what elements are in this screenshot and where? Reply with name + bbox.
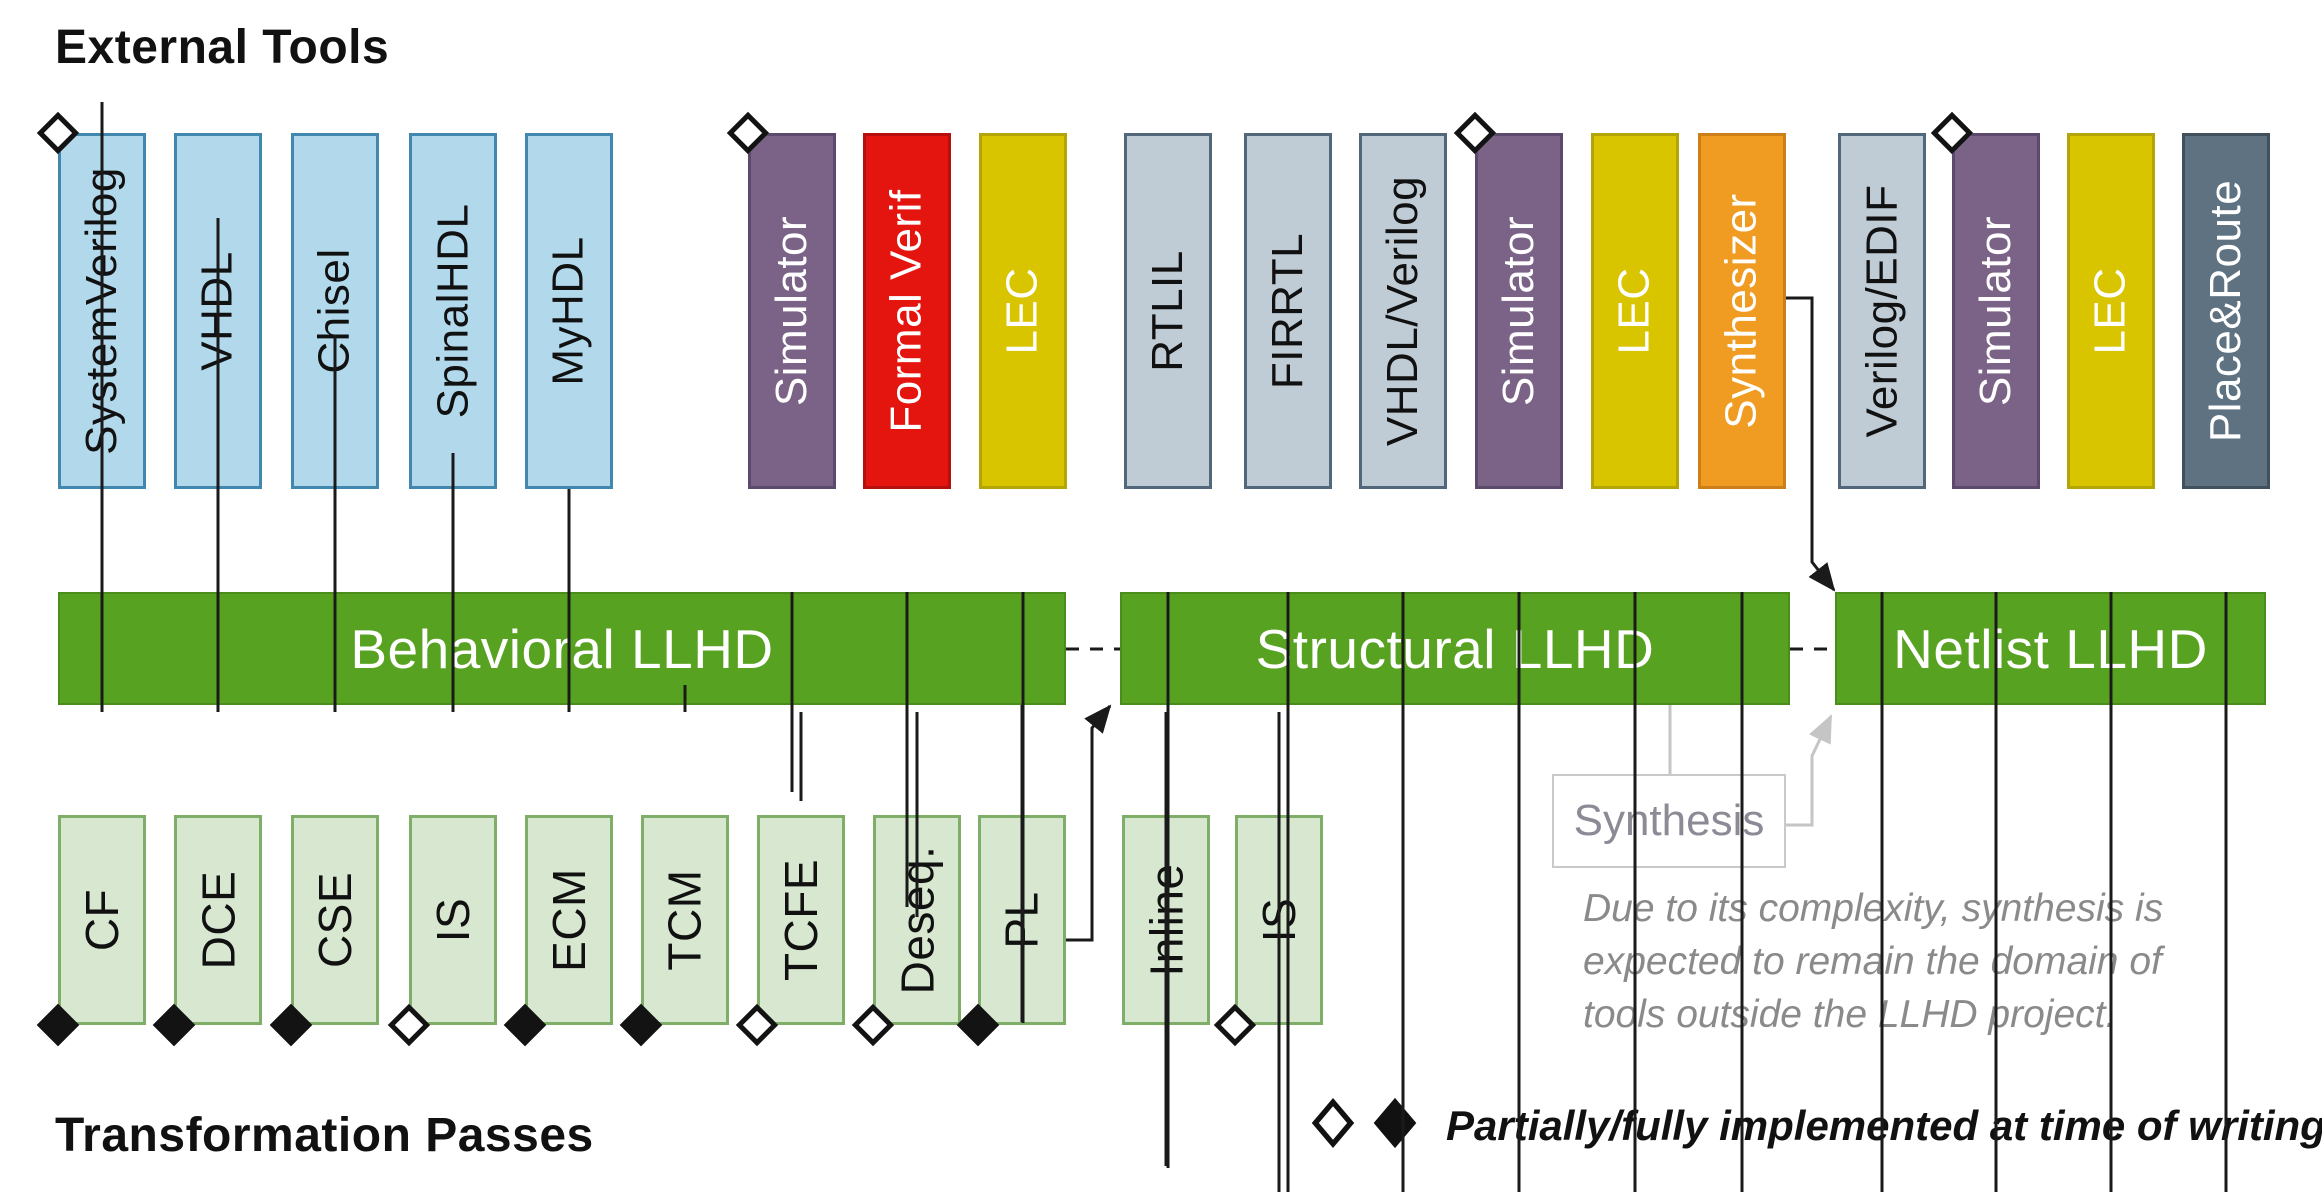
tool-box-chisel: Chisel: [291, 133, 379, 489]
ir-box-netlist-llhd: Netlist LLHD: [1835, 592, 2266, 705]
pass-box-label: IS: [427, 897, 479, 943]
arrow-pl-to-structural: [1066, 704, 1112, 942]
tool-box-verilog-edif: Verilog/EDIF: [1838, 133, 1926, 489]
pass-box-label: CSE: [309, 871, 361, 969]
tool-box-label: Formal Verif: [882, 189, 932, 433]
tool-box-simulator: Simulator: [748, 133, 836, 489]
synthesis-label: Synthesis: [1573, 796, 1765, 845]
pass-box-label: CF: [75, 888, 128, 952]
tool-box-label: Simulator: [1494, 215, 1543, 407]
synthesis-note: Due to its complexity, synthesis is expe…: [1583, 882, 2163, 1041]
tool-box-label: VHDL: [193, 251, 242, 371]
legend-partial-diamond-icon: [1311, 1097, 1355, 1149]
tool-box-vhdl: VHDL: [174, 133, 262, 489]
tool-box-spinalhdl: SpinalHDL: [409, 133, 497, 489]
pass-box-cse: CSE: [291, 815, 379, 1025]
pass-box-label: TCM: [659, 869, 712, 971]
tool-box-lec: LEC: [979, 133, 1067, 489]
tool-box-label: VHDL/Verilog: [1378, 175, 1428, 447]
tool-box-label: LEC: [1610, 267, 1659, 355]
pass-box-label: TCFE: [775, 858, 828, 982]
pass-box-label: Inline: [1140, 863, 1192, 977]
pass-box-tcm: TCM: [641, 815, 729, 1025]
tool-box-label: FIRRTL: [1263, 232, 1312, 390]
synthesis-note-line: expected to remain the domain of: [1583, 940, 2162, 984]
tool-box-label: Verilog/EDIF: [1857, 184, 1907, 438]
pass-box-is: IS: [1235, 815, 1323, 1025]
tool-box-myhdl: MyHDL: [525, 133, 613, 489]
synthesis-note-line: tools outside the LLHD project.: [1583, 993, 2117, 1037]
tool-box-lec: LEC: [1591, 133, 1679, 489]
tool-box-simulator: Simulator: [1475, 133, 1563, 489]
tool-box-label: Chisel: [310, 248, 359, 374]
tool-box-label: LEC: [2086, 267, 2135, 355]
ir-box-label: Structural LLHD: [1255, 617, 1655, 680]
tool-box-label: RTLIL: [1143, 250, 1192, 372]
pass-box-deseq: Deseq.: [873, 815, 961, 1025]
ir-box-label: Netlist LLHD: [1893, 617, 2208, 680]
tool-box-label: Place&Route: [2201, 179, 2251, 443]
pass-box-tcfe: TCFE: [757, 815, 845, 1025]
synthesis-note-line: Due to its complexity, synthesis is: [1583, 887, 2164, 930]
tool-box-label: Simulator: [767, 215, 816, 407]
synthesis-label-box: Synthesis: [1552, 774, 1786, 868]
external-tools-title: External Tools: [55, 21, 390, 74]
ir-box-behavioral-llhd: Behavioral LLHD: [58, 592, 1066, 705]
legend-text: Partially/fully implemented at time of w…: [1446, 1102, 2322, 1149]
ir-box-label: Behavioral LLHD: [350, 617, 774, 680]
tool-box-vhdl-verilog: VHDL/Verilog: [1359, 133, 1447, 489]
tool-box-lec: LEC: [2067, 133, 2155, 489]
pass-box-is: IS: [409, 815, 497, 1025]
tool-box-firrtl: FIRRTL: [1244, 133, 1332, 489]
tool-box-place-route: Place&Route: [2182, 133, 2270, 489]
tool-box-systemverilog: SystemVerilog: [58, 133, 146, 489]
tool-box-simulator: Simulator: [1952, 133, 2040, 489]
arrow-synthesizer-to-netlist: [1786, 296, 1836, 592]
pass-box-cf: CF: [58, 815, 146, 1025]
pass-box-label: IS: [1253, 897, 1305, 943]
pass-box-dce: DCE: [174, 815, 262, 1025]
pass-box-inline: Inline: [1122, 815, 1210, 1025]
tool-box-label: SystemVerilog: [77, 167, 127, 455]
pass-box-label: Deseq.: [891, 845, 943, 995]
tool-box-formal-verif: Formal Verif: [863, 133, 951, 489]
tool-box-label: LEC: [998, 267, 1047, 355]
tool-box-label: MyHDL: [544, 236, 593, 386]
legend-full-diamond-icon: [1373, 1097, 1417, 1149]
pass-box-label: ECM: [543, 868, 596, 972]
pass-box-label: DCE: [192, 870, 244, 970]
tool-box-synthesizer: Synthesizer: [1698, 133, 1786, 489]
tool-box-rtlil: RTLIL: [1124, 133, 1212, 489]
transformation-passes-title: Transformation Passes: [55, 1109, 594, 1162]
pass-box-pl: PL: [978, 815, 1066, 1025]
tool-box-label: Synthesizer: [1717, 193, 1767, 429]
ir-box-structural-llhd: Structural LLHD: [1120, 592, 1790, 705]
arrow-synthesis-to-netlist: [1786, 714, 1833, 827]
tool-box-label: SpinalHDL: [428, 203, 477, 419]
tool-box-label: Simulator: [1971, 215, 2020, 407]
pass-box-ecm: ECM: [525, 815, 613, 1025]
pass-box-label: PL: [995, 891, 1048, 949]
